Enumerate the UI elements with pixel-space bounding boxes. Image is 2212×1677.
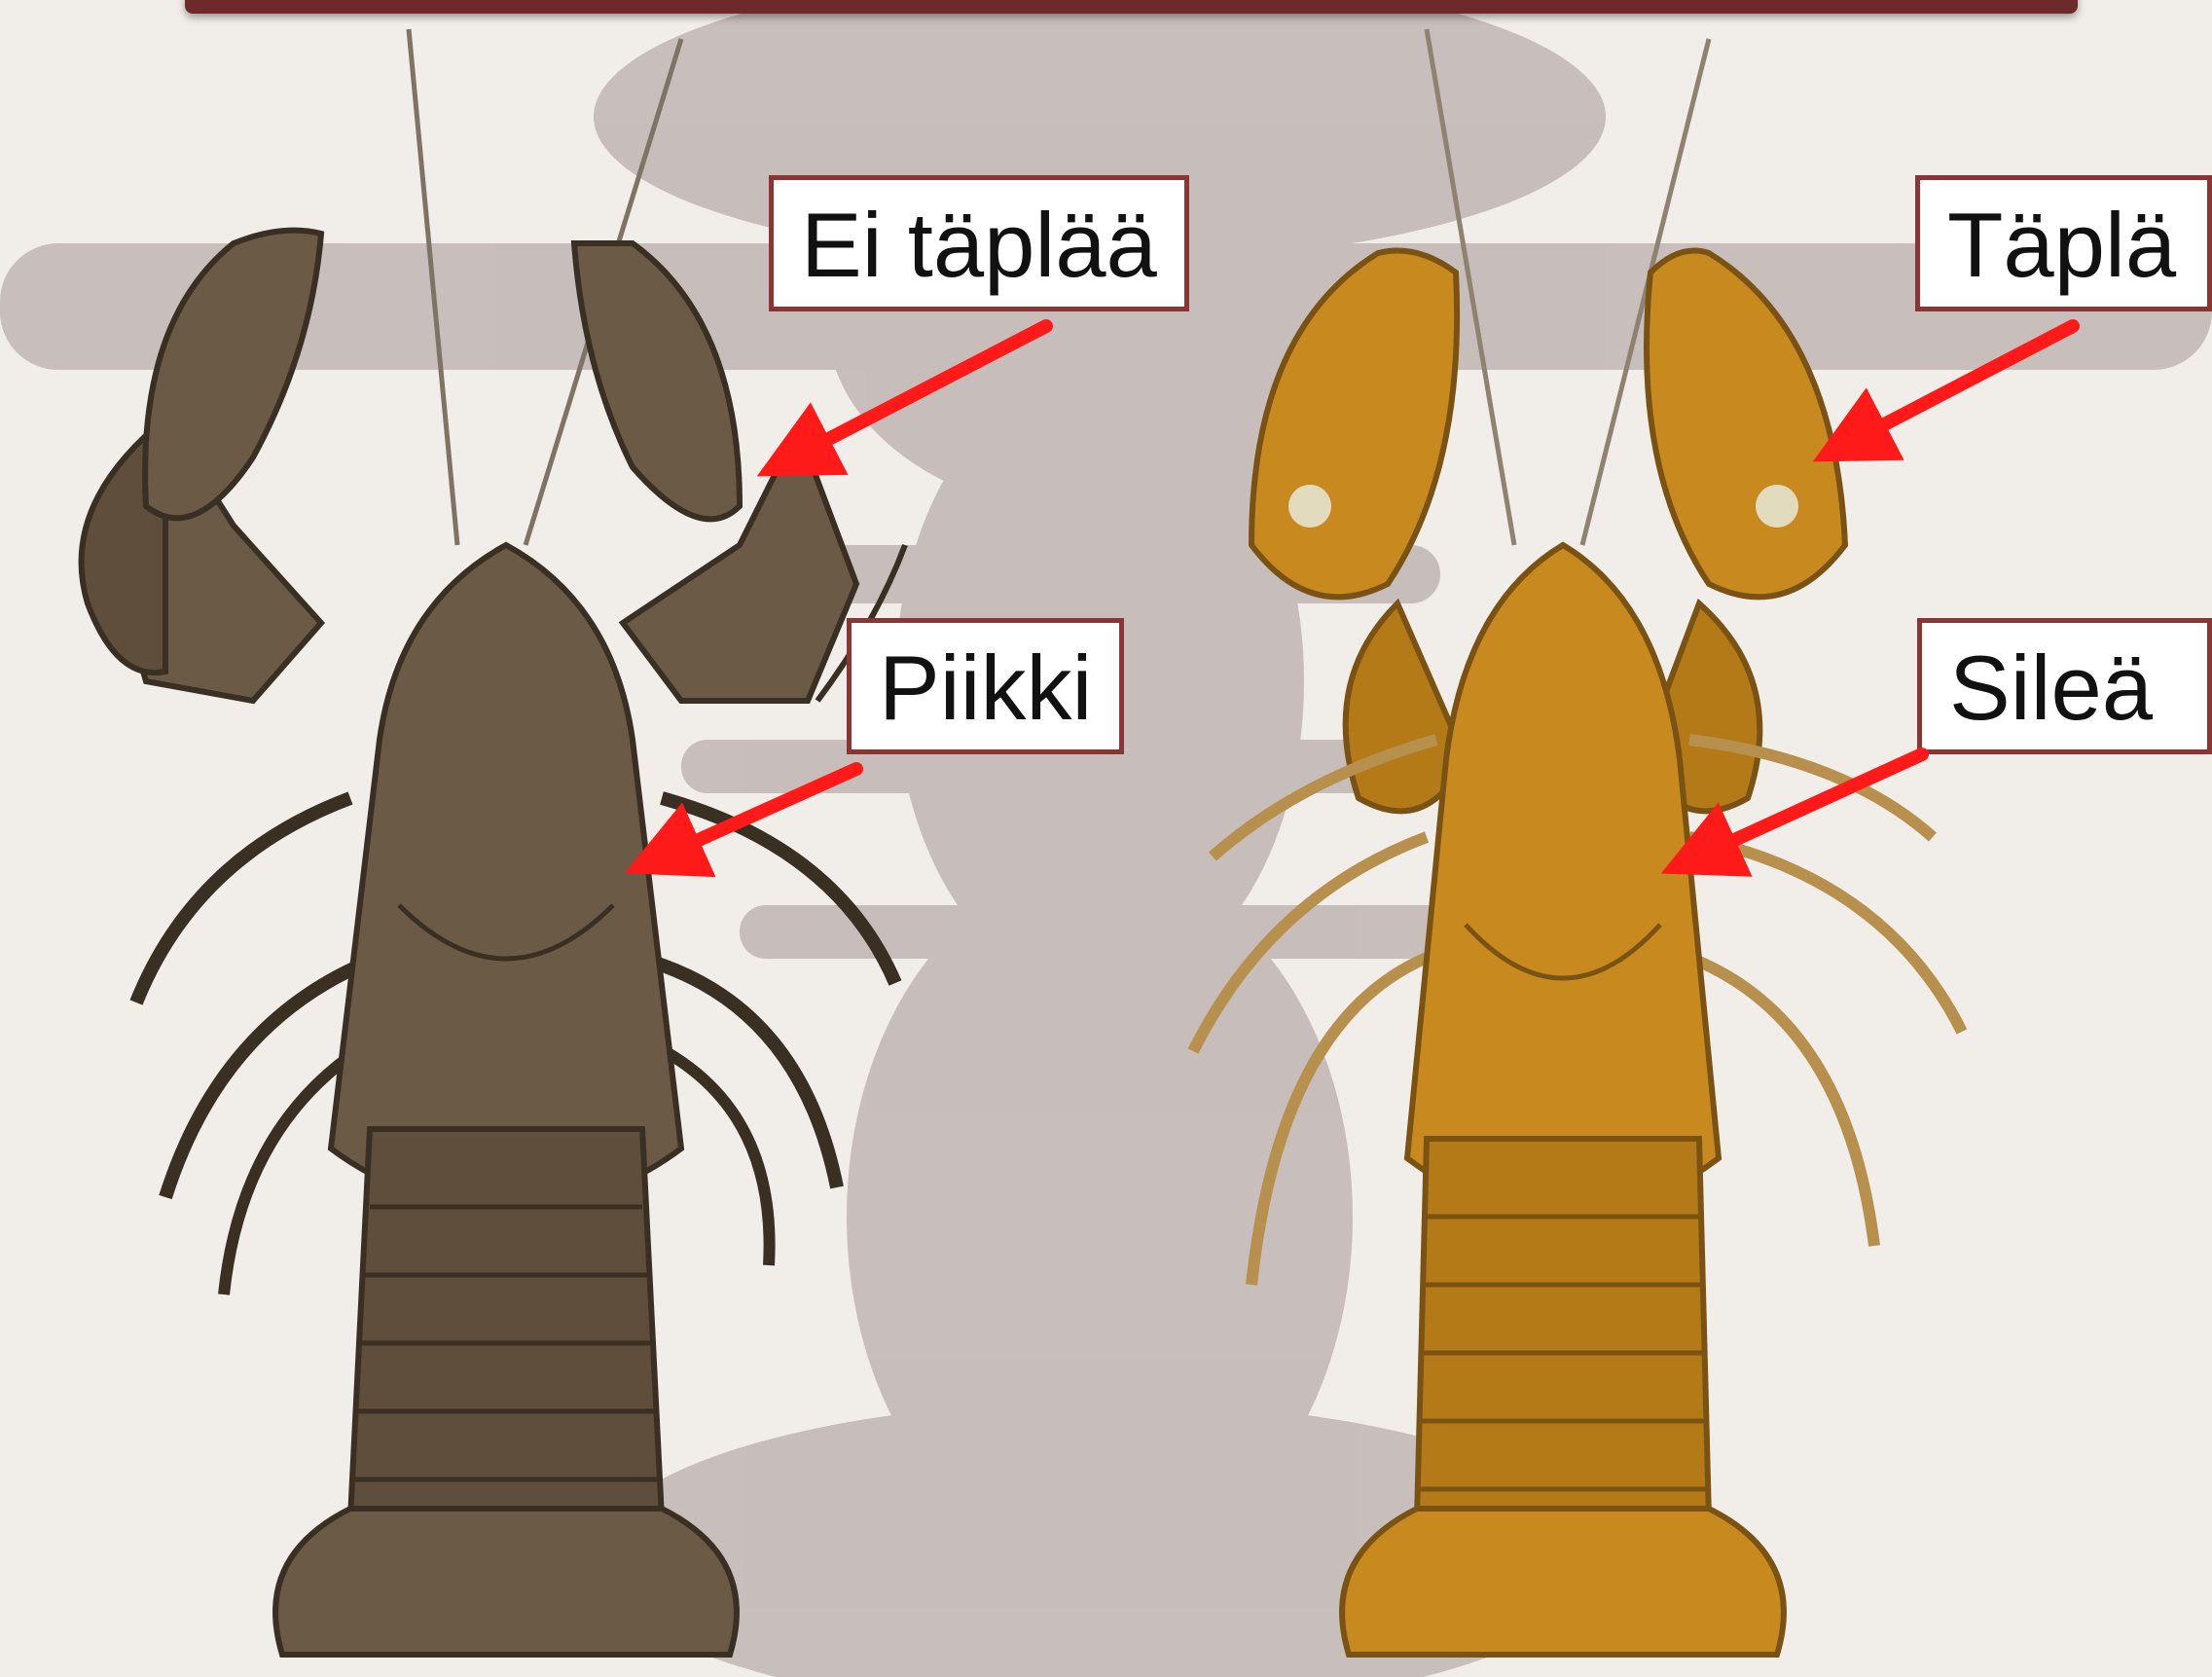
label-smooth: Sileä: [1917, 618, 2212, 754]
label-no-spot: Ei täplää: [769, 175, 1189, 311]
label-spine: Piikki: [847, 618, 1124, 754]
label-spot: Täplä: [1915, 175, 2212, 311]
